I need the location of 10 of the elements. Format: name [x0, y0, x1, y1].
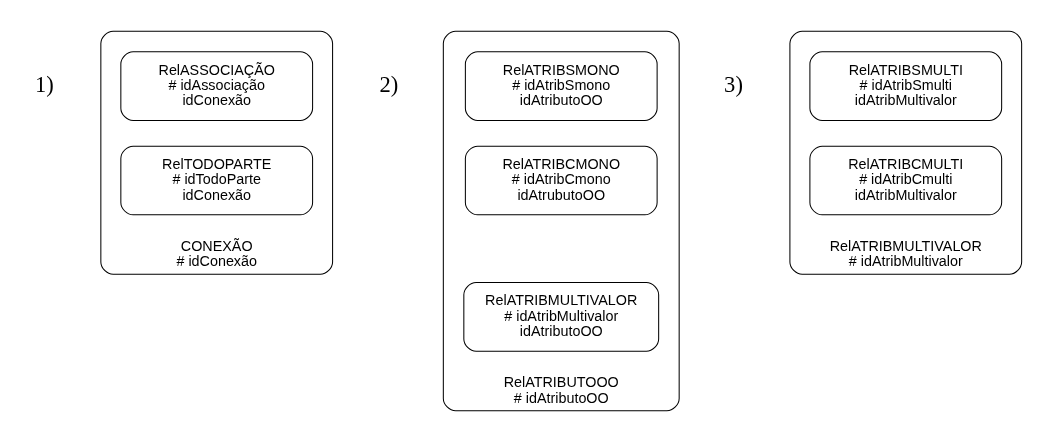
node-box: RelATRIBMULTIVALOR # idAtribMultivalor idAtributoOO — [463, 282, 660, 352]
node-box: RelATRIBSMULTI # idAtribSmulti idAtribMultivalor — [809, 51, 1003, 122]
node-box: RelATRIBSMONO # idAtribSmono idAtributoOO — [464, 51, 658, 122]
label: 3) — [724, 71, 743, 97]
node-box: RelATRIBCMONO # idAtribCmono idAtrubutoOO — [464, 145, 658, 216]
label: 2) — [379, 71, 399, 97]
node-box: RelASSOCIAÇÃO # idAssociação idConexão — [120, 51, 314, 122]
node-box: RelTODOPARTE # idTodoParte idConexão — [120, 145, 314, 216]
node-box: RelATRIBCMULTI # idAtribCmulti idAtribMultivalor — [809, 145, 1003, 216]
label: 1) — [35, 71, 54, 97]
